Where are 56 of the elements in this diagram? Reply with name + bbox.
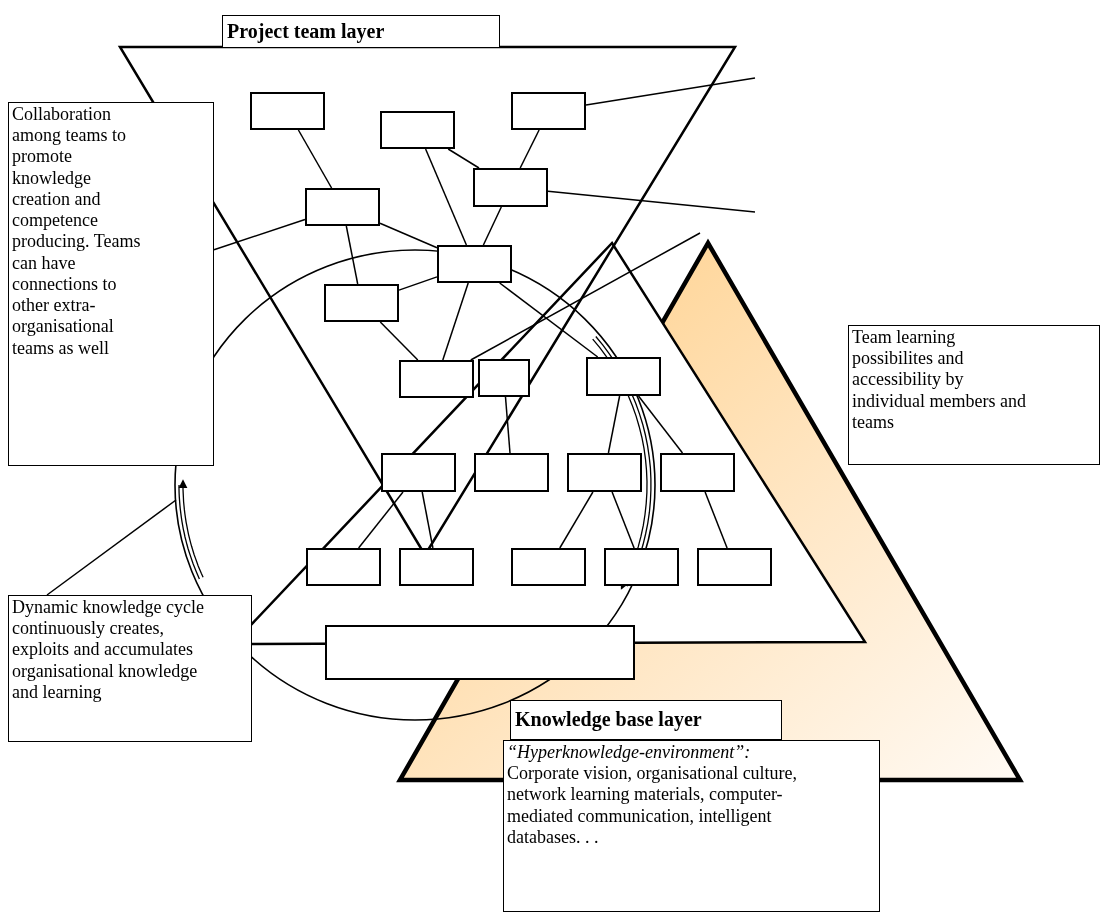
text-box — [848, 325, 1100, 465]
empty-box — [478, 359, 530, 397]
empty-box — [380, 111, 455, 149]
empty-box — [567, 453, 642, 492]
connector-line — [424, 148, 468, 246]
connector-line — [357, 491, 404, 549]
empty-box — [381, 453, 456, 492]
empty-box — [586, 357, 661, 396]
leader-line — [213, 218, 306, 251]
connector-line — [585, 77, 756, 106]
connector-line — [442, 282, 469, 361]
layer-label-box — [510, 700, 782, 740]
empty-box — [250, 92, 325, 130]
connector-line — [297, 129, 333, 189]
text-box — [503, 740, 880, 912]
note-text: “Hyperknowledge-environment”: — [507, 742, 752, 764]
note-text: Collaboration among teams to promote knowledge creation and competence producing. Teams can have connections to other extra-organisational teams as well — [12, 104, 142, 359]
empty-box — [325, 625, 635, 680]
layer-title: Knowledge base layer — [515, 708, 703, 732]
connector-line — [607, 395, 621, 454]
empty-box — [324, 284, 399, 322]
empty-box — [511, 548, 586, 586]
empty-box — [660, 453, 735, 492]
connector-line — [470, 232, 701, 361]
connector-line — [398, 276, 438, 291]
empty-box — [604, 548, 679, 586]
empty-box — [399, 360, 474, 398]
connector-line — [504, 396, 511, 454]
empty-box — [697, 548, 772, 586]
connector-line — [637, 395, 684, 454]
text-box — [8, 595, 252, 742]
connector-line — [379, 222, 438, 249]
connector-line — [519, 129, 540, 169]
empty-box — [306, 548, 381, 586]
empty-box — [511, 92, 586, 130]
connector-line — [345, 225, 359, 285]
layer-label-box — [222, 15, 500, 48]
connector-line — [498, 282, 599, 358]
note-text: Corporate vision, organisational culture, network learning materials, computer-mediated communication, intelligent databases. . . — [507, 763, 799, 849]
empty-box — [474, 453, 549, 492]
connector-line — [611, 491, 635, 549]
text-box — [8, 102, 214, 466]
empty-box — [399, 548, 474, 586]
connector-line — [379, 321, 419, 361]
connector-line — [547, 190, 756, 213]
connector-line — [482, 206, 503, 246]
connector-line — [447, 148, 480, 169]
empty-box — [473, 168, 548, 207]
layer-title: Project team layer — [227, 19, 386, 44]
connector-line — [704, 491, 728, 549]
connector-line — [559, 491, 594, 549]
note-text: Dynamic knowledge cycle continuously creates, exploits and accumulates organisational knowledge and learning — [12, 597, 205, 704]
leader-line — [46, 499, 177, 596]
note-text: Team learning possibilites and accessibility by individual members and teams — [852, 327, 1027, 434]
empty-box — [437, 245, 512, 283]
empty-box — [305, 188, 380, 226]
